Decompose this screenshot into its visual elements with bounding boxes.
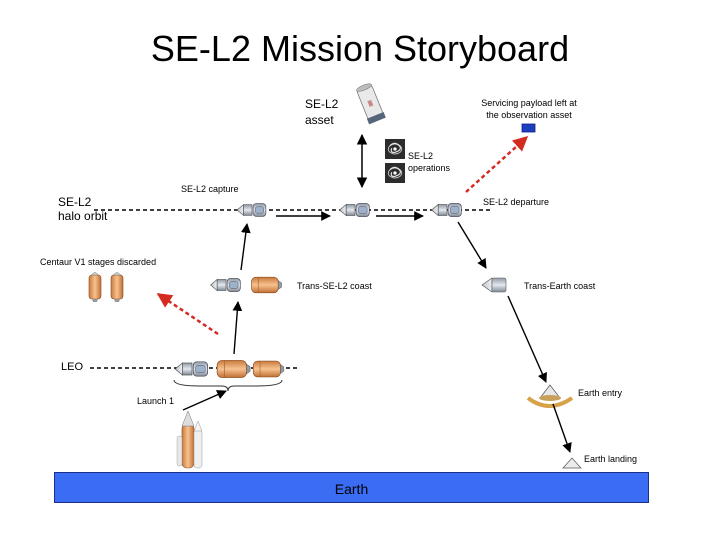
operations-ship-icon: [339, 203, 370, 217]
earth-label: Earth: [334, 481, 369, 497]
label-servicing-payload-line2: the observation asset: [486, 110, 572, 120]
label-se-l2-departure: SE-L2 departure: [483, 197, 550, 207]
capture-ship-icon: [236, 203, 267, 217]
operations-spiral-icon-1: [385, 139, 405, 159]
leo-stack-icon: [174, 360, 285, 378]
label-trans-se-l2-coast: Trans-SE-L2 coast: [297, 281, 372, 291]
departure-ship-icon: [431, 203, 462, 217]
coast-to-capture-arrow: [240, 223, 251, 271]
label-launch-1: Launch 1: [137, 396, 175, 406]
label-se-l2-operations-line2: operations: [408, 163, 451, 173]
launch-to-leo-arrow: [182, 390, 227, 411]
label-earth-entry: Earth entry: [578, 388, 623, 398]
se-l2-asset-icon: [356, 83, 386, 125]
trans-earth-capsule-icon: [481, 277, 507, 293]
payload-icon: [521, 123, 536, 133]
earth-entry-capsule-icon: [526, 384, 574, 408]
servicing-path: [465, 135, 529, 193]
discarded-stage-icon-1: [88, 272, 102, 302]
operations-spiral-icon-2: [385, 163, 405, 183]
coast-to-entry-arrow: [507, 295, 547, 383]
discard-path: [156, 292, 219, 336]
launch-vehicle-icon: [176, 410, 203, 469]
leo-stack-bracket: [173, 379, 283, 392]
trans-se-l2-stack-icon: [210, 276, 282, 294]
label-se-l2-asset-line2: asset: [305, 113, 334, 127]
label-earth-landing: Earth landing: [584, 454, 638, 464]
label-se-l2-capture: SE-L2 capture: [181, 184, 239, 194]
label-halo-orbit-line2: halo orbit: [58, 209, 108, 223]
discarded-stage-icon-2: [110, 272, 124, 302]
label-servicing-payload-line1: Servicing payload left at: [481, 98, 577, 108]
leo-to-coast-arrow: [232, 301, 243, 355]
label-se-l2-asset-line1: SE-L2: [305, 97, 339, 111]
entry-to-landing-arrow: [552, 403, 572, 453]
departure-to-coast-arrow: [457, 221, 487, 269]
earth-surface: Earth: [54, 472, 649, 503]
label-centaur-discarded: Centaur V1 stages discarded: [40, 257, 157, 267]
page-title: SE-L2 Mission Storyboard: [150, 28, 570, 69]
label-leo: LEO: [61, 361, 84, 373]
label-halo-orbit-line1: SE-L2: [58, 195, 92, 209]
landed-capsule-icon: [562, 457, 582, 469]
label-se-l2-operations-line1: SE-L2: [408, 151, 434, 161]
label-trans-earth-coast: Trans-Earth coast: [524, 281, 596, 291]
